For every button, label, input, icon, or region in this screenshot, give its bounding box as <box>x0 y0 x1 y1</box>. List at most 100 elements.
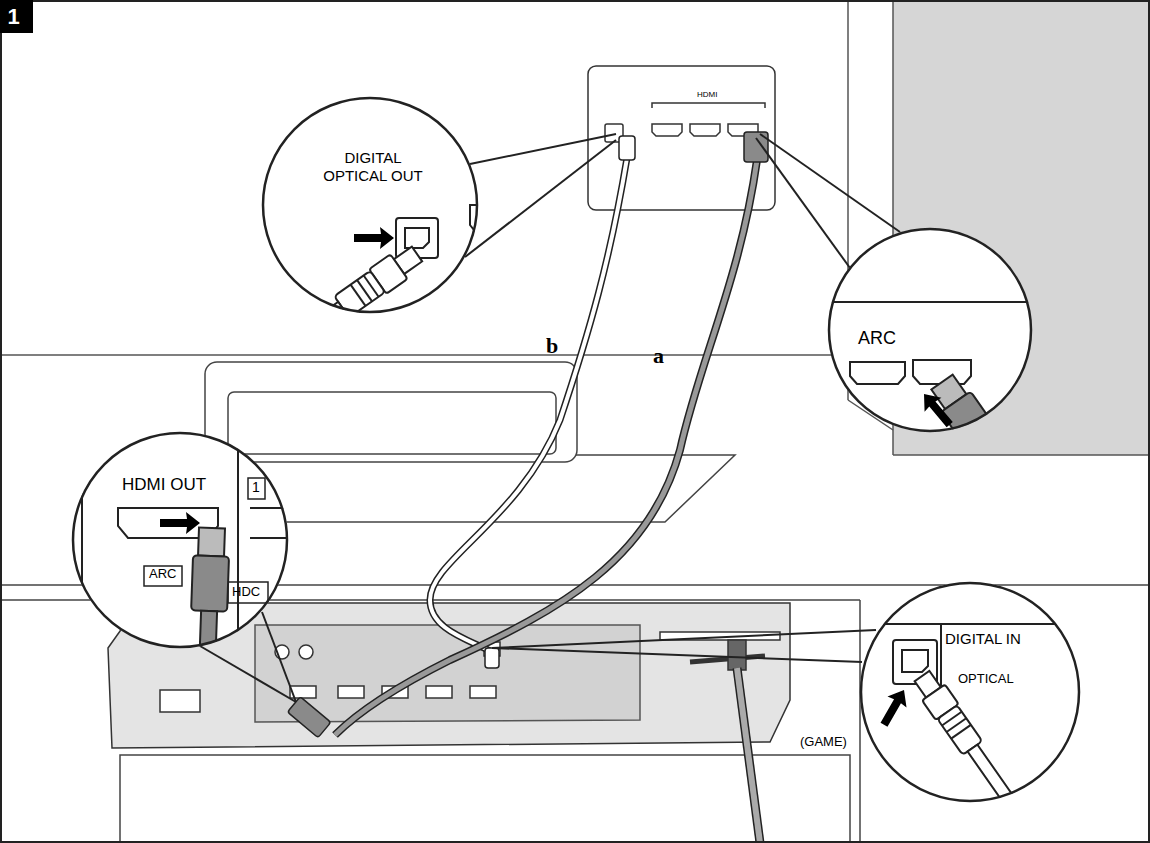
step-badge: 1 <box>0 0 33 33</box>
zoom-hdmi-out-part-part-part <box>191 555 229 611</box>
zoom-hdmi-out-part-part-part <box>198 528 225 557</box>
zoom-optical-out-part-part <box>354 227 394 249</box>
zoom-callout: HDMI OUT ARC 1HDC <box>72 432 288 648</box>
zoom-optical-out-part-part <box>460 118 560 140</box>
panel-label: HDMI <box>697 90 717 99</box>
port-label: HDMI OUT <box>122 475 206 495</box>
input-number: 1 <box>252 479 260 495</box>
callout-outline <box>861 583 1079 801</box>
zoom-tv-arc-part <box>828 228 1032 432</box>
room-part <box>0 354 848 356</box>
av-receiver-part <box>299 645 313 659</box>
cable-plugs-part <box>619 136 635 160</box>
power-cable-part <box>737 668 760 843</box>
zoom-hdmi-out-part <box>82 430 310 732</box>
zoom-hdmi-out-part-part <box>248 478 265 499</box>
av-receiver-part <box>160 690 200 712</box>
zoom-digital-in-part-part-part <box>874 685 913 731</box>
zoom-tv-arc <box>820 228 1057 535</box>
arc-tag: ARC <box>149 567 176 582</box>
tv-connector-panel-part <box>690 124 720 136</box>
zoom-optical-out-part-part <box>396 218 438 258</box>
zoom-tv-arc-part-part <box>850 362 905 384</box>
zoom-hdmi-out-part-part <box>81 430 83 650</box>
room-part <box>893 454 1150 456</box>
callout-wedges-part <box>470 134 616 164</box>
zoom-tv-arc-part <box>820 302 1057 535</box>
cable-plugs-part <box>485 648 499 668</box>
step-number: 1 <box>0 0 30 33</box>
zoom-optical-out-part-part <box>235 242 426 388</box>
zoom-optical-out-part-part <box>470 205 525 235</box>
callout-wedges-part <box>262 612 296 702</box>
cabinet-part <box>120 755 850 843</box>
port-label: DIGITAL IN <box>945 630 1021 647</box>
zoom-digital-in-part <box>860 624 1085 843</box>
zoom-hdmi-out-part-part <box>250 508 310 538</box>
zoom-hdmi-out-part-part-part <box>197 611 217 731</box>
callout-wedges-part <box>756 138 850 268</box>
zoom-optical-out-part-part-part <box>354 227 394 249</box>
callout-outline <box>73 433 287 647</box>
zoom-tv-arc-part-part-part <box>916 387 959 432</box>
av-receiver-part <box>728 640 746 670</box>
port-label: OPTICAL <box>958 672 1014 687</box>
port-label: ARC <box>858 328 896 349</box>
tv-connector-panel-part <box>588 66 775 210</box>
tv-stand-part <box>205 362 577 462</box>
zoom-hdmi-out-part-part <box>228 582 268 603</box>
tv-connector-panel-part <box>652 124 682 136</box>
zoom-hdmi-out-part-part <box>187 527 230 731</box>
cable-plugs-part <box>287 697 330 738</box>
callout-wedges-part <box>465 140 616 257</box>
zoom-hdmi-out-part-part <box>160 512 200 534</box>
av-receiver <box>108 603 790 748</box>
zoom-digital-in <box>860 582 1085 843</box>
av-receiver-part <box>338 686 364 698</box>
callout-outline <box>829 229 1031 431</box>
zoom-hdmi-out-part <box>72 432 288 648</box>
zoom-callout: ARC <box>828 228 1032 432</box>
tv-connector-panel <box>588 66 775 210</box>
av-receiver-part <box>426 686 452 698</box>
hdmi-cable-part <box>335 160 757 735</box>
callout-circle <box>72 432 288 648</box>
zoom-digital-in-part-part <box>911 668 1053 843</box>
cable-plugs-part-part <box>287 697 330 738</box>
zoom-optical-out-part-part-part <box>240 302 345 381</box>
zoom-tv-arc-part-part <box>927 372 1056 535</box>
av-receiver-part <box>108 603 790 748</box>
tv-connector-panel-part <box>652 103 765 108</box>
zoom-hdmi-out-part-part <box>144 566 182 586</box>
callout-circle <box>860 582 1080 802</box>
zoom-digital-in-part <box>860 582 1080 802</box>
hdmi-cable-part <box>335 160 757 735</box>
callout-wedges-part <box>492 648 862 662</box>
zoom-digital-in-part-part-part <box>951 725 971 739</box>
zoom-digital-in-part-part <box>874 685 913 731</box>
zoom-digital-in-part-part <box>902 650 928 672</box>
zoom-hdmi-out <box>72 430 310 732</box>
zoom-optical-out <box>235 97 560 388</box>
hdmi-cable <box>335 160 757 735</box>
port-label: DIGITAL OPTICAL OUT <box>317 149 429 185</box>
zoom-tv-arc-part-part <box>913 360 971 384</box>
zoom-hdmi-out-part-part <box>237 430 239 650</box>
zoom-optical-out-part-part-part <box>351 285 366 306</box>
zoom-hdmi-out-part-part-part <box>160 512 200 534</box>
power-cable-part <box>737 668 760 843</box>
cable-letter: a <box>653 343 664 368</box>
zoom-callout: DIGITAL OPTICAL OUT <box>262 97 478 313</box>
callout-outline <box>263 98 477 312</box>
callout-wedges-part <box>492 630 876 648</box>
zoom-tv-arc-part-part <box>820 301 1040 303</box>
zoom-digital-in-part-part <box>860 624 1085 700</box>
input-label: (GAME) <box>800 735 847 750</box>
av-receiver-part <box>470 686 496 698</box>
power-cable <box>737 668 760 843</box>
hdcp-tag: HDC <box>232 585 260 600</box>
